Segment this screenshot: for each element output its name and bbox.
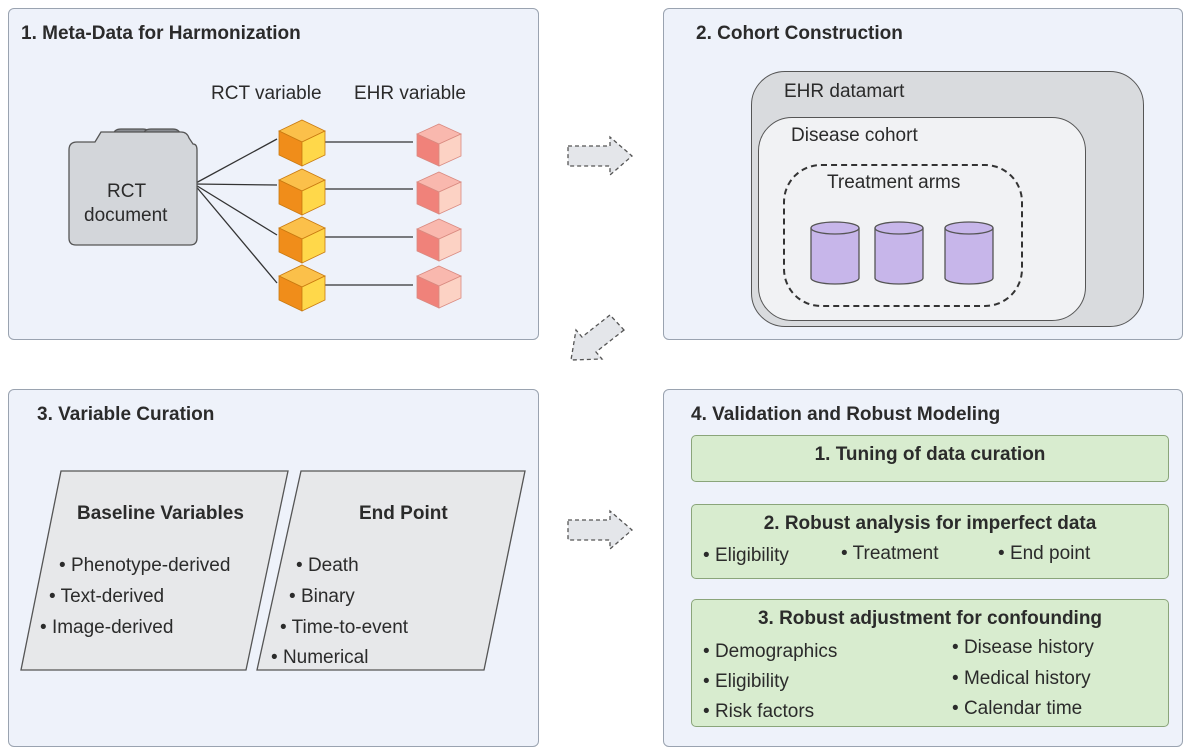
treatment-arms-box	[783, 164, 1023, 307]
document-links	[193, 138, 278, 284]
baseline-item: Image-derived	[40, 617, 173, 639]
panel-title: 3. Variable Curation	[37, 404, 215, 425]
document-label-line1: RCT	[107, 181, 147, 202]
confounding-title: 3. Robust adjustment for confounding	[757, 608, 1103, 629]
rct-cube-icon	[278, 264, 326, 312]
tuning-title: 1. Tuning of data curation	[814, 444, 1046, 465]
robust-analysis-item: Treatment	[841, 543, 939, 565]
panel-variable-curation: 3. Variable Curation Baseline Variables …	[8, 389, 539, 747]
ehr-datamart-label: EHR datamart	[784, 81, 905, 102]
confounding-item: Demographics	[703, 641, 838, 663]
confounding-item: Disease history	[952, 637, 1094, 659]
baseline-item: Text-derived	[49, 586, 165, 608]
ehr-cube-icon	[416, 218, 462, 262]
baseline-item: Phenotype-derived	[59, 555, 231, 577]
panel-title: 1. Meta-Data for Harmonization	[21, 23, 301, 44]
panel-title: 2. Cohort Construction	[696, 23, 903, 44]
tuning-box: 1. Tuning of data curation	[691, 435, 1169, 482]
panel-title: 4. Validation and Robust Modeling	[691, 404, 1001, 425]
confounding-item: Risk factors	[703, 701, 814, 723]
ehr-variable-label: EHR variable	[354, 83, 466, 104]
treatment-arms-label: Treatment arms	[827, 172, 961, 193]
rct-cube-icon	[278, 119, 326, 167]
robust-analysis-title: 2. Robust analysis for imperfect data	[763, 513, 1097, 534]
panel-validation-modeling: 4. Validation and Robust Modeling 1. Tun…	[663, 389, 1183, 747]
rct-cube-icon	[278, 216, 326, 264]
confounding-item: Medical history	[952, 668, 1091, 690]
panel-meta-data: 1. Meta-Data for Harmonization RCT varia…	[8, 8, 539, 340]
ehr-cube-icons	[416, 123, 462, 309]
cylinder-group	[810, 221, 994, 285]
rct-cube-icons	[278, 119, 326, 312]
robust-analysis-item: End point	[998, 543, 1090, 565]
panel-cohort-construction: 2. Cohort Construction EHR datamart Dise…	[663, 8, 1183, 340]
confounding-box: 3. Robust adjustment for confounding Dem…	[691, 599, 1169, 727]
ehr-cube-icon	[416, 123, 462, 167]
ehr-cube-icon	[416, 171, 462, 215]
confounding-item: Calendar time	[952, 698, 1082, 720]
end-point-item: Death	[296, 555, 359, 577]
harmonization-diagram	[68, 119, 462, 312]
end-point-item: Numerical	[271, 647, 369, 669]
rct-variable-label: RCT variable	[211, 83, 322, 104]
end-point-title: End Point	[359, 503, 448, 524]
document-label-line2: document	[84, 205, 168, 226]
rct-cube-icon	[278, 168, 326, 216]
end-point-item: Time-to-event	[280, 617, 409, 639]
arrow-right-icon	[567, 509, 633, 551]
robust-analysis-box: 2. Robust analysis for imperfect data El…	[691, 504, 1169, 579]
ehr-cube-icon	[416, 265, 462, 309]
arrow-right-icon	[567, 135, 633, 177]
arrow-down-left-icon	[570, 314, 625, 361]
baseline-variables-title: Baseline Variables	[77, 503, 244, 524]
end-point-item: Binary	[289, 586, 355, 608]
variable-links	[325, 141, 413, 286]
folder-document-icon	[68, 128, 198, 246]
confounding-item: Eligibility	[703, 671, 789, 693]
robust-analysis-item: Eligibility	[703, 545, 789, 567]
database-cylinder-icon	[810, 221, 860, 285]
database-cylinder-icon	[874, 221, 924, 285]
database-cylinder-icon	[944, 221, 994, 285]
disease-cohort-label: Disease cohort	[791, 125, 918, 146]
